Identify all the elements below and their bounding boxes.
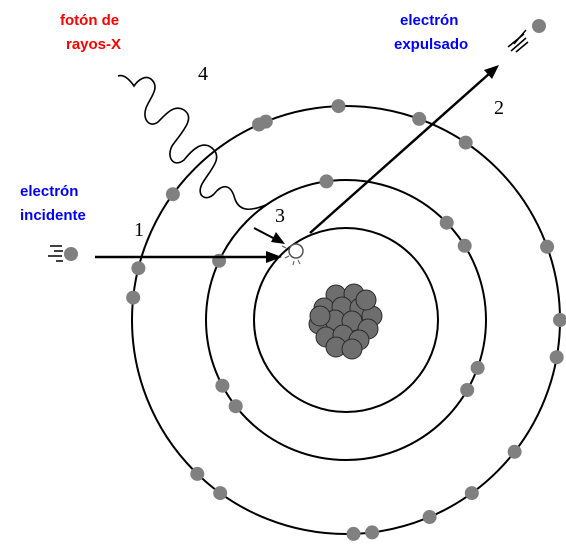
- photon-label-line2: rayos-X: [66, 36, 121, 53]
- step-3-label: 3: [275, 205, 285, 227]
- middle-shell-electron: [470, 360, 485, 375]
- outer-shell-electron: [412, 111, 427, 126]
- outer-shell-electron: [131, 261, 146, 276]
- outer-shell-electron: [553, 313, 566, 327]
- outer-shell-electron: [126, 290, 141, 305]
- outer-shell-electron: [458, 135, 473, 150]
- nucleus-icon: [308, 283, 383, 360]
- middle-shell-electron: [319, 174, 334, 189]
- inner-shell: [253, 227, 439, 413]
- photon-label-line1: fotón de: [60, 12, 119, 29]
- ejected-electron-icon: [507, 19, 546, 53]
- middle-shell-electron: [439, 215, 454, 230]
- middle-shell-electron: [457, 238, 472, 253]
- step-4-label: 4: [198, 63, 208, 85]
- incident-label-line2: incidente: [20, 207, 86, 224]
- step-2-label: 2: [494, 97, 504, 119]
- ejected-label-line2: expulsado: [394, 36, 468, 53]
- middle-shell-electron: [460, 383, 475, 397]
- outer-shell-electron: [422, 510, 437, 524]
- outer-shell-electron: [165, 187, 180, 202]
- incident-label-line1: electrón: [20, 183, 78, 200]
- outer-shell-electron: [540, 239, 555, 254]
- incident-arrow: [95, 251, 282, 263]
- nucleon: [309, 305, 331, 327]
- middle-shell-electron: [228, 399, 243, 414]
- outer-shell-electron: [331, 99, 346, 114]
- outer-shell-electron: [346, 526, 361, 541]
- middle-shell-electron: [215, 378, 230, 393]
- step-1-label: 1: [134, 219, 144, 241]
- ejected-label-line1: electrón: [400, 12, 458, 29]
- incident-electron-icon: [48, 245, 78, 262]
- outer-shell-electron: [365, 525, 380, 540]
- shell-electrons: [126, 99, 566, 541]
- wavy-photon-icon: [117, 74, 269, 211]
- transition-arrow: [253, 227, 285, 244]
- outer-shell-electron: [464, 486, 479, 501]
- nucleon: [341, 338, 363, 360]
- nucleon: [355, 289, 377, 311]
- outer-shell-electron: [549, 350, 564, 365]
- ejected-arrow: [309, 65, 499, 234]
- middle-shell: [205, 179, 487, 461]
- outer-shell-electron: [213, 486, 228, 501]
- outer-shell-electron: [252, 117, 266, 132]
- vacancy-icon: [281, 243, 304, 266]
- outer-shell-electron: [190, 466, 205, 481]
- outer-shell-electron: [507, 444, 522, 459]
